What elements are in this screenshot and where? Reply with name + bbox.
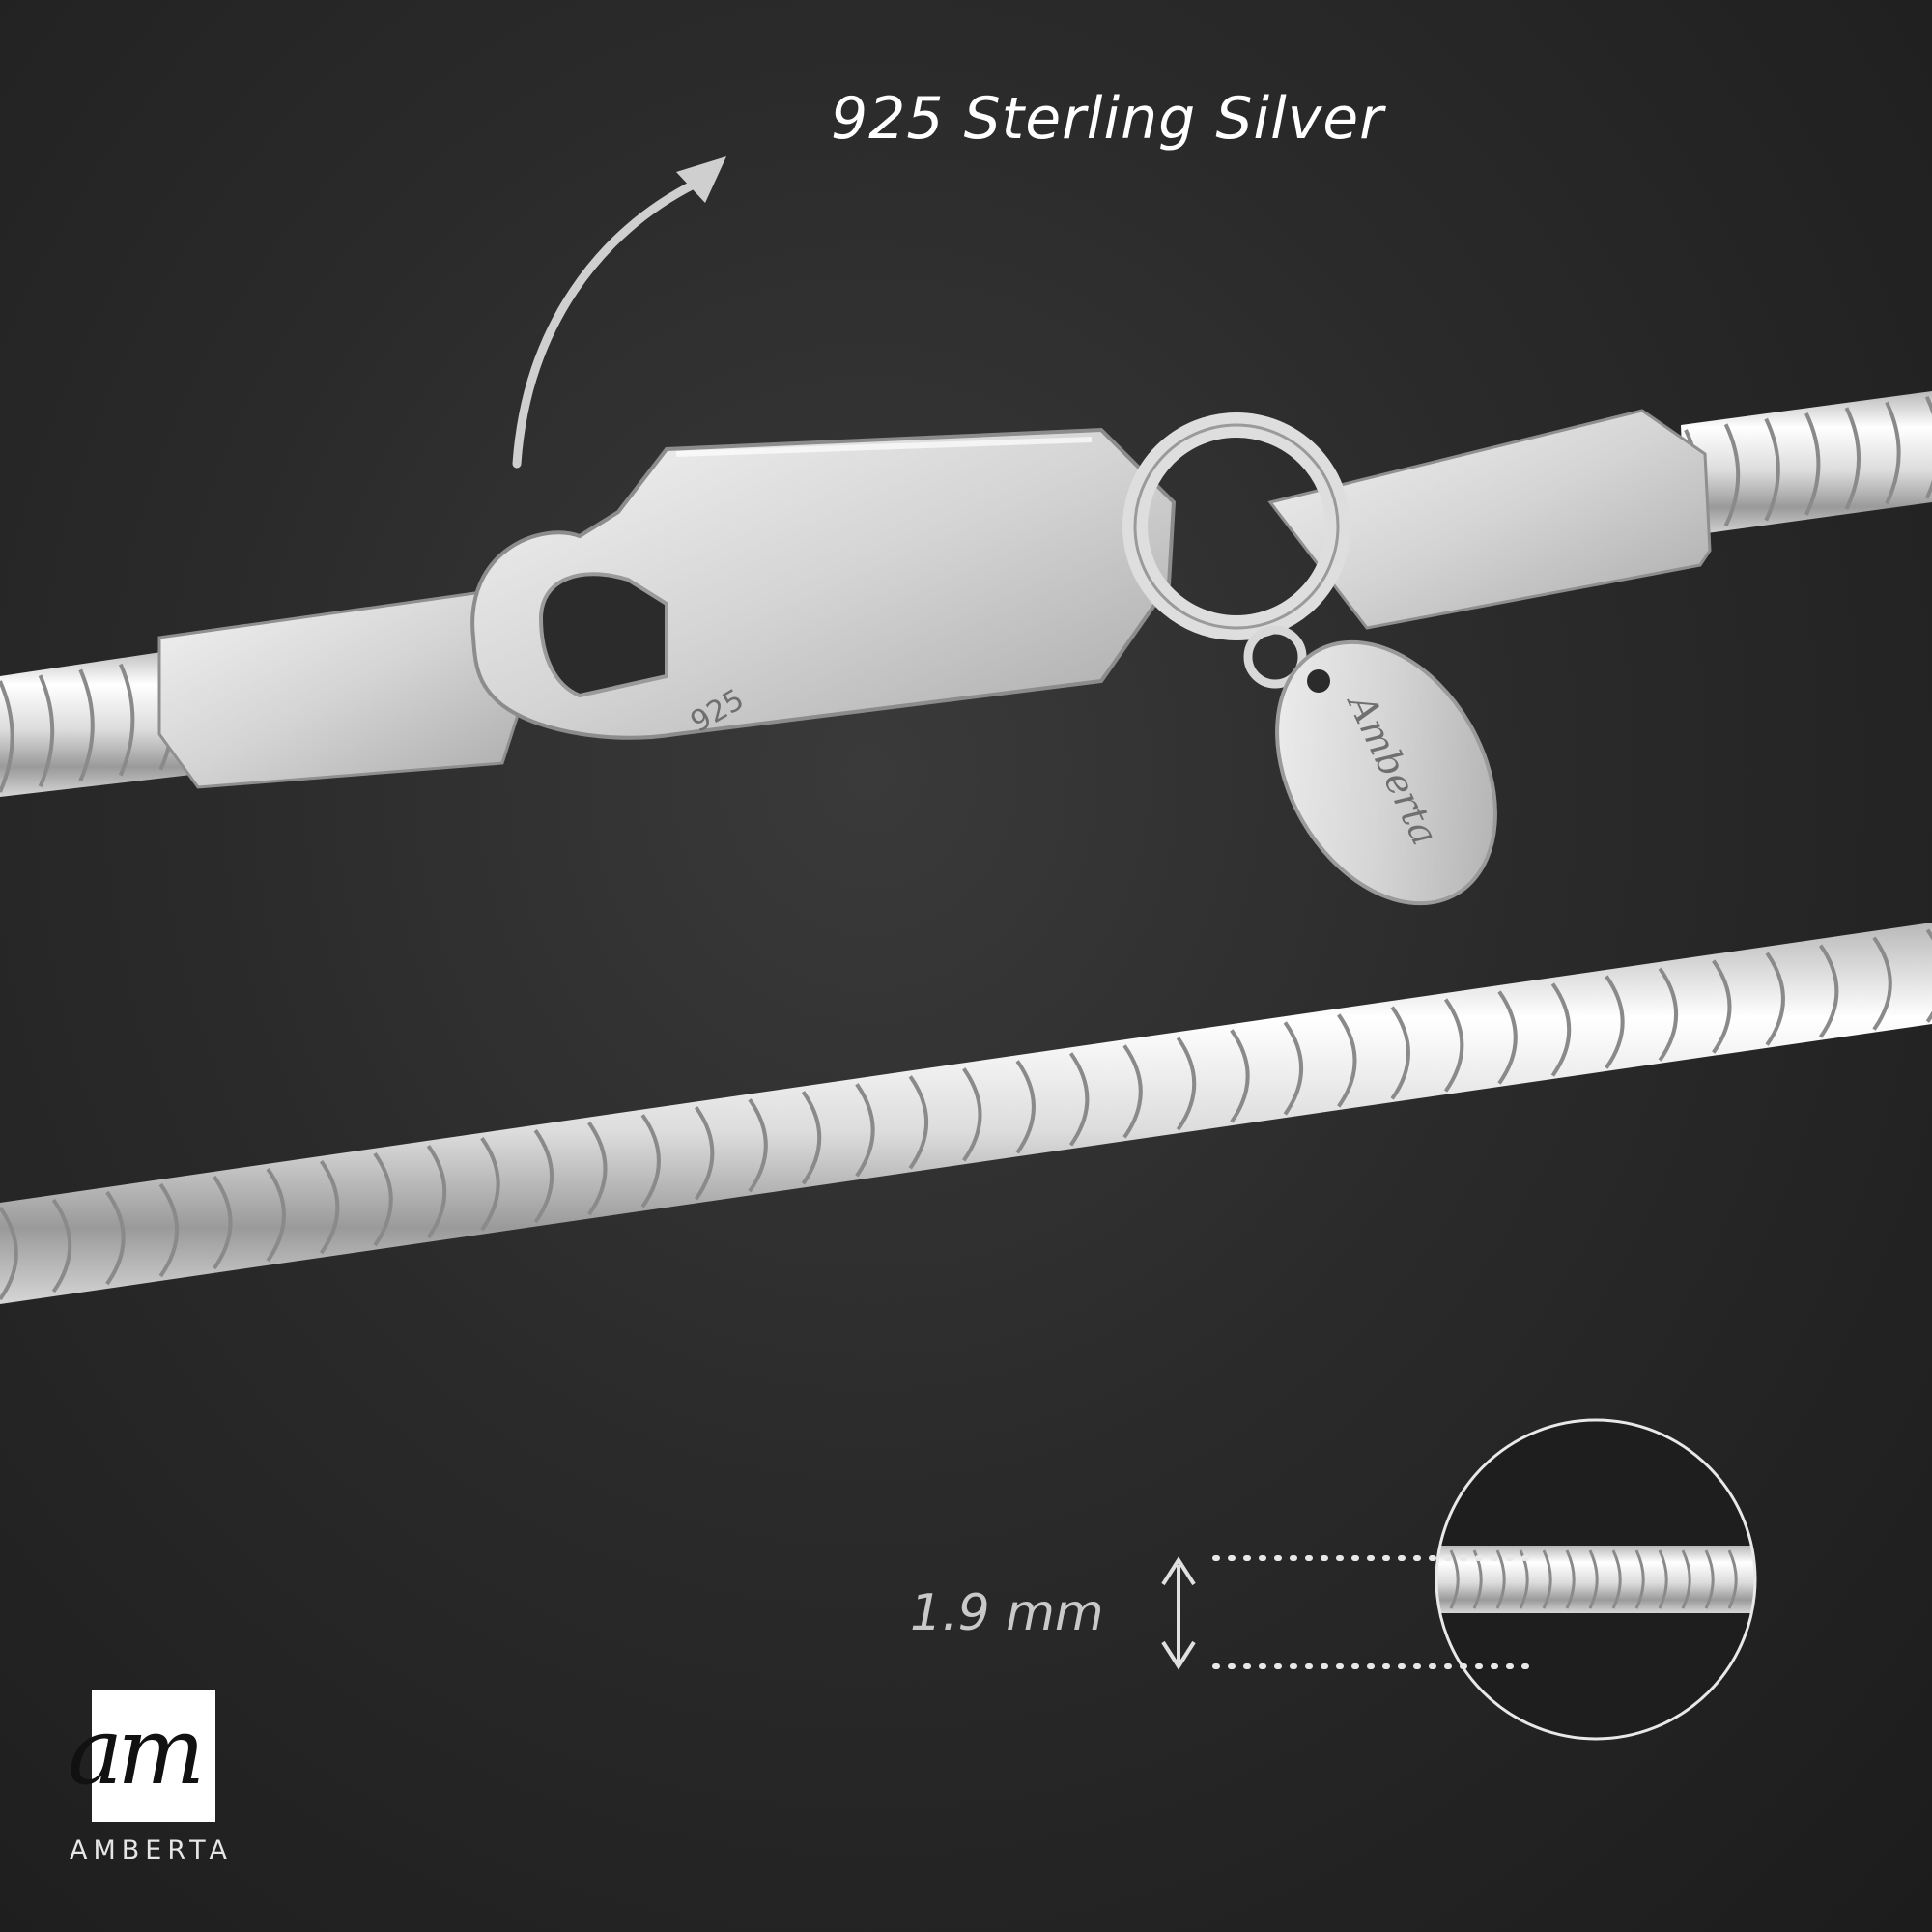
chain-link <box>1565 1549 1576 1609</box>
chain-link <box>0 680 14 793</box>
chain-link <box>0 1206 18 1301</box>
chain-link <box>1405 1550 1411 1608</box>
chain-link <box>426 1144 447 1239</box>
chain-link <box>1122 1044 1143 1139</box>
brand-tag: Amberta <box>1275 639 1497 906</box>
chain-link <box>38 674 55 787</box>
dimension-label: 1.9 mm <box>910 1584 1104 1642</box>
chain-link <box>51 1198 72 1293</box>
chain-link <box>1776 1550 1782 1608</box>
chain-link <box>1872 936 1892 1031</box>
snake-chain-upper-left <box>0 647 208 797</box>
chain-link <box>1924 395 1932 499</box>
chain-link <box>78 668 95 782</box>
chain-link <box>1588 1549 1599 1609</box>
chain-link <box>533 1129 554 1224</box>
chain-link <box>1283 1021 1303 1116</box>
chain-link <box>962 1067 982 1162</box>
chain-link <box>587 1122 608 1216</box>
chain-link <box>1681 1549 1691 1609</box>
dimension-guides <box>1212 1555 1534 1669</box>
chain-link <box>1542 1549 1552 1609</box>
chain-link <box>105 1190 126 1286</box>
chain-link <box>213 1175 233 1270</box>
chain-link <box>1765 952 1785 1046</box>
snake-chain-lower <box>0 923 1932 1304</box>
chain-link <box>1176 1037 1197 1131</box>
chain-link <box>1658 1549 1668 1609</box>
chain-link <box>118 663 135 777</box>
snake-chain-upper-right <box>1681 391 1932 536</box>
chain-link <box>1799 1550 1805 1608</box>
chain-link <box>801 1091 822 1185</box>
chain-link <box>480 1137 500 1232</box>
chain-link <box>748 1098 768 1193</box>
chain-link <box>158 1182 179 1278</box>
chain-link <box>1605 975 1625 1069</box>
chain-link <box>908 1075 928 1170</box>
chain-link <box>1804 412 1821 516</box>
jump-ring <box>1122 412 1350 689</box>
chain-link <box>1634 1549 1645 1609</box>
chain-link <box>1818 944 1839 1038</box>
chain-link <box>1497 990 1518 1085</box>
chain-link <box>855 1083 875 1178</box>
chain-link <box>1658 967 1678 1062</box>
end-cap-right <box>1267 409 1712 630</box>
chain-link <box>1885 401 1901 505</box>
curved-arrow-icon <box>512 156 726 469</box>
brand-wordmark: AMBERTA <box>70 1835 234 1865</box>
chain-link <box>694 1106 715 1201</box>
zoom-circle <box>1405 1418 1805 1741</box>
chain-link <box>1449 1549 1460 1609</box>
chain-link <box>1390 1006 1410 1100</box>
chain-link <box>1068 1052 1090 1147</box>
headline: 925 Sterling Silver <box>831 85 1384 153</box>
chain-link <box>1723 423 1741 527</box>
chain-link <box>373 1151 393 1247</box>
chain-link <box>1712 959 1732 1054</box>
chain-link <box>1764 417 1780 522</box>
chain-link <box>1704 1549 1715 1609</box>
chain-link <box>319 1159 340 1255</box>
brand-logo-icon <box>92 1690 215 1822</box>
chain-link <box>1337 1013 1357 1108</box>
brand-monogram: am <box>68 1697 205 1805</box>
chain-link <box>1443 998 1464 1093</box>
chain-link <box>640 1114 661 1208</box>
lobster-clasp: 925 <box>470 427 1177 740</box>
chain-link <box>266 1167 286 1263</box>
chain-link <box>1230 1029 1250 1123</box>
chain-link <box>1611 1549 1622 1609</box>
chain-link <box>1015 1060 1036 1154</box>
double-arrow-icon <box>1161 1556 1196 1670</box>
chain-link <box>1495 1549 1506 1609</box>
chain-link <box>1727 1549 1738 1609</box>
chain-link <box>1550 982 1572 1077</box>
chain-link <box>1844 407 1861 511</box>
